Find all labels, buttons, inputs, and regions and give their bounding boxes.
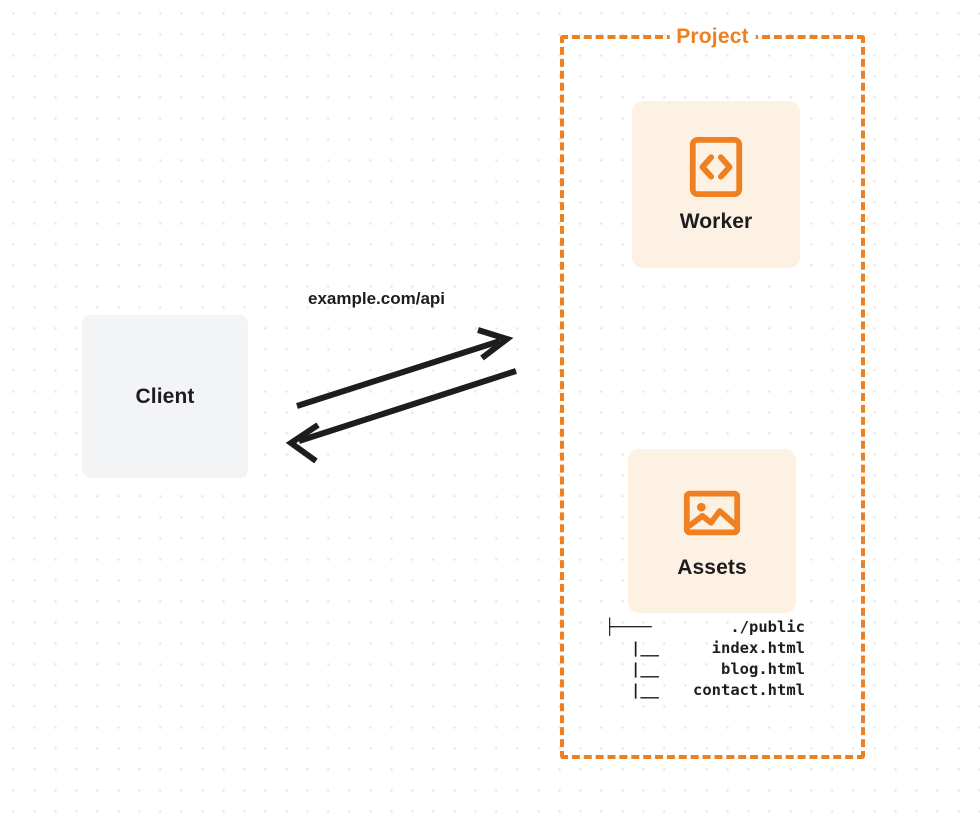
tree-row: |__ blog.html — [605, 659, 805, 680]
tree-item-name: blog.html — [721, 660, 805, 678]
tree-row: |__ contact.html — [605, 680, 805, 701]
tree-row: |__ index.html — [605, 638, 805, 659]
tree-branch-glyph: ├──── — [605, 618, 652, 636]
assets-label: Assets — [677, 556, 747, 579]
client-node: Client — [82, 315, 248, 478]
worker-label: Worker — [679, 209, 753, 233]
assets-card[interactable]: Assets — [628, 449, 796, 613]
tree-branch-glyph: |__ — [631, 681, 659, 699]
client-label: Client — [135, 384, 195, 408]
connection-label: example.com/api — [308, 289, 446, 308]
code-brackets-icon — [689, 136, 743, 197]
project-boundary: Project — [560, 25, 865, 759]
response-arrow — [285, 368, 517, 464]
tree-branch-glyph: |__ — [631, 639, 659, 657]
assets-file-tree: ├──── ./public |__ index.html |__ blog.h… — [605, 617, 805, 701]
project-title: Project — [669, 25, 756, 49]
worker-card[interactable]: Worker — [632, 101, 800, 268]
request-arrow — [296, 327, 514, 409]
tree-branch-glyph: |__ — [631, 660, 659, 678]
tree-item-name: index.html — [711, 639, 805, 657]
tree-item-name: ./public — [730, 618, 805, 636]
image-icon — [683, 490, 741, 536]
tree-row: ├──── ./public — [605, 617, 805, 638]
tree-item-name: contact.html — [693, 681, 805, 699]
